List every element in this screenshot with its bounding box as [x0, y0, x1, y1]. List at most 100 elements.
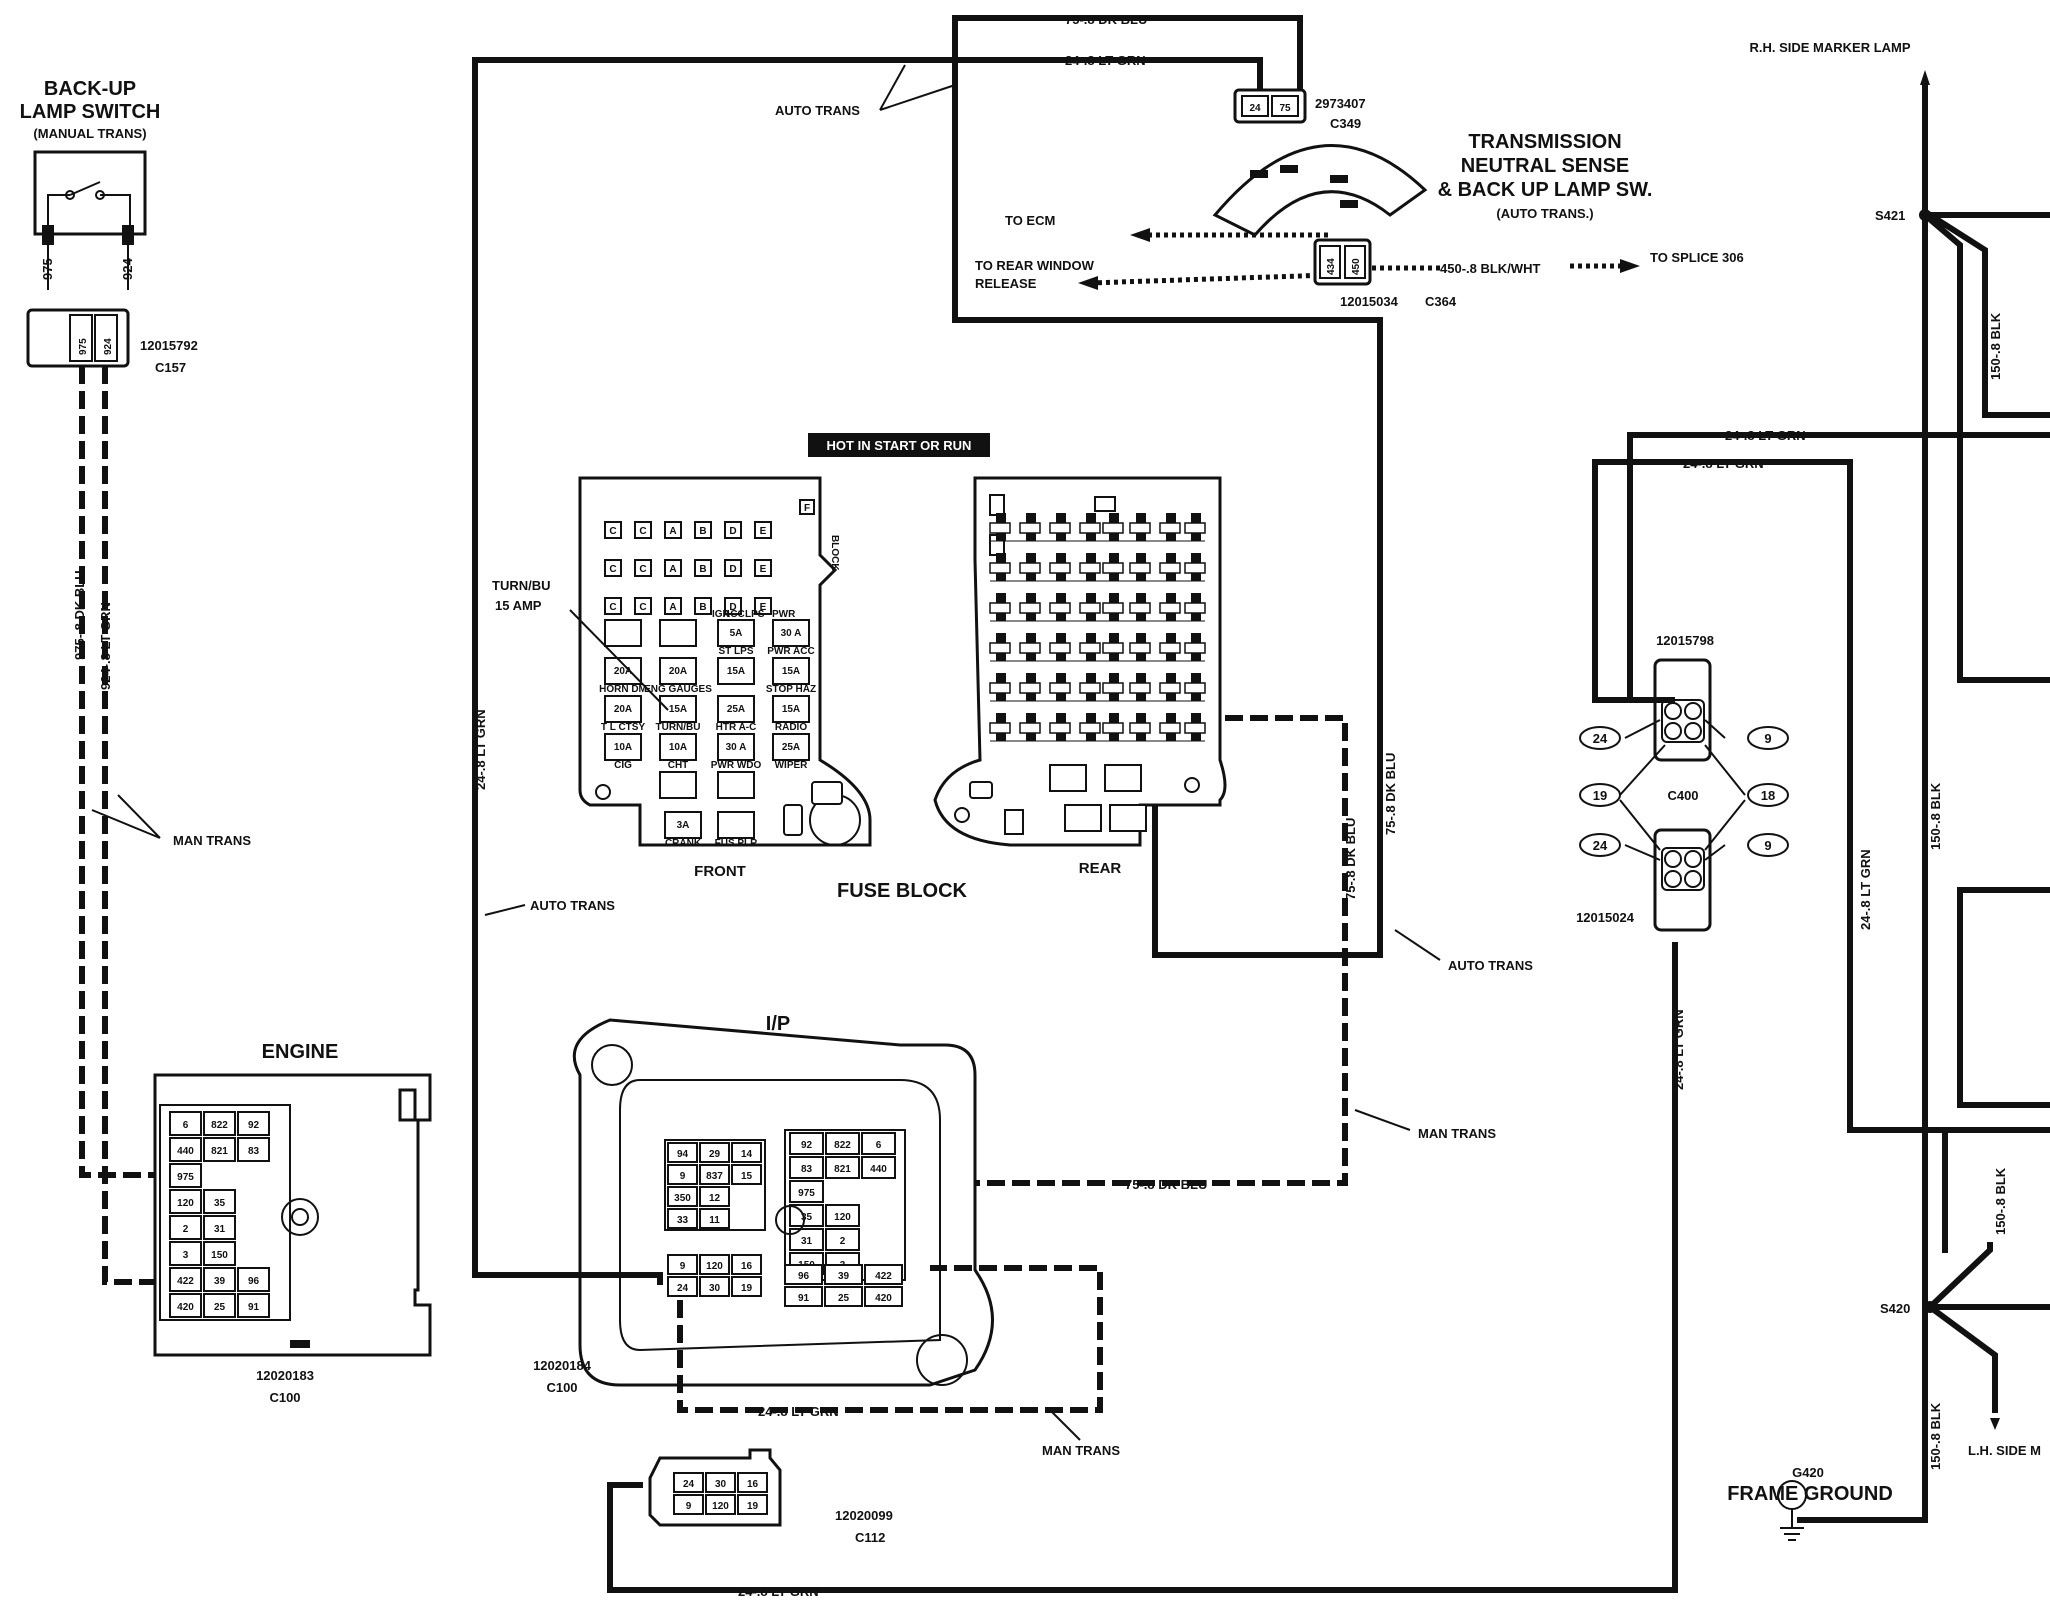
front-cell — [724, 559, 742, 577]
nss-title-1: TRANSMISSION — [1468, 131, 1621, 153]
c112-cell — [737, 1472, 768, 1493]
ip-c100-bl-cell — [699, 1276, 730, 1297]
ip-c100-right-pin: 2 — [840, 1236, 846, 1247]
front-block-label: BLOCK — [829, 535, 840, 571]
ip-c100-right-pin: 120 — [834, 1212, 851, 1223]
fuse-name: HTR A-C — [716, 722, 757, 733]
engine-c100-cell — [169, 1111, 202, 1136]
ip-c100-bl-pin: 120 — [706, 1261, 723, 1272]
ip-c100-left-cell — [699, 1142, 730, 1163]
c112-name: C112 — [855, 1530, 885, 1545]
engine-c100-pin: 3 — [183, 1250, 189, 1261]
c112-pin: 120 — [712, 1501, 729, 1512]
rear-label: REAR — [1079, 860, 1122, 877]
c112-cell — [673, 1494, 704, 1515]
engine-label: ENGINE — [262, 1041, 339, 1063]
front-cell — [754, 521, 772, 539]
rh-side-marker-label: R.H. SIDE MARKER LAMP — [1749, 40, 1910, 55]
to-rear-window-wire — [1089, 272, 1331, 286]
fuse — [717, 733, 755, 761]
engine-c100-name: C100 — [269, 1390, 300, 1405]
ip-c100-br-cell — [864, 1264, 903, 1285]
ip-c100-right-pin: 975 — [798, 1188, 815, 1199]
wire-975-label: 975-.8 DK BLU — [72, 570, 87, 660]
c112-pin: 24 — [683, 1479, 695, 1490]
fuse-name: PWR WDO — [711, 760, 762, 771]
ip-c100-right-cell — [825, 1228, 860, 1251]
ip-c100-left-cell — [699, 1164, 730, 1185]
front-cell-letter: C — [639, 602, 646, 613]
nss-switch-body — [1212, 144, 1428, 237]
ip-c100-right-pin: 31 — [801, 1236, 813, 1247]
front-pwr-label: PWR — [772, 609, 796, 620]
c400-name: C400 — [1667, 788, 1698, 803]
c112-pin: 19 — [747, 1501, 759, 1512]
ip-c100-right-pin: 822 — [834, 1140, 851, 1151]
engine-c100-part: 12020183 — [256, 1368, 314, 1383]
backup-switch-title-2: LAMP SWITCH — [20, 101, 161, 123]
front-cell-letter: B — [699, 564, 706, 575]
engine-c100-pin: 822 — [211, 1120, 228, 1131]
c112-cell — [705, 1472, 736, 1493]
engine-c100-cell — [203, 1189, 236, 1214]
c349-connector: 24 75 2973407 C349 — [1233, 88, 1366, 131]
c400-connector: 12015798 12015024 C400 24 9 19 18 24 9 — [1576, 633, 1789, 932]
wire-24-lt-grn-auto — [472, 57, 1043, 1278]
fuse-block-title: FUSE BLOCK — [837, 880, 968, 902]
fuse-amp: 5A — [730, 628, 743, 639]
to-rear-window-arrow-icon — [1078, 276, 1098, 290]
c349-pin-24: 24 — [1249, 103, 1261, 114]
engine-c100-cell — [169, 1293, 202, 1318]
c112-cell — [737, 1494, 768, 1515]
front-cell-letter: E — [760, 602, 767, 613]
engine-c100-pin: 6 — [183, 1120, 189, 1131]
ip-label: I/P — [766, 1013, 790, 1035]
fuse-name: FUS PLR — [715, 838, 759, 849]
engine-c100-cell — [203, 1111, 236, 1136]
ip-c100-bl-cell — [667, 1276, 698, 1297]
ip-c100-right-cell — [789, 1204, 824, 1227]
to-rear-window-label-1: TO REAR WINDOW — [975, 258, 1095, 273]
front-cell-letter: E — [760, 564, 767, 575]
wire-75-man-vertical-label: 75-.8 DK BLU — [1343, 818, 1358, 900]
wire-975-dk-blu — [79, 366, 165, 1178]
ip-c100-bl-pin: 19 — [741, 1283, 753, 1294]
ip-c100-left-pin: 15 — [741, 1171, 753, 1182]
ip-c100-bl-cell — [699, 1254, 730, 1275]
engine-c100-pin: 422 — [177, 1276, 194, 1287]
switch-terminal-icon — [95, 190, 105, 200]
wire-150-label-2: 150-.8 BLK — [1928, 782, 1943, 850]
engine-c100-cell — [169, 1163, 202, 1188]
fuse-name: CHT — [668, 760, 689, 771]
fuse — [659, 619, 697, 647]
front-lps-label: LPS — [745, 609, 765, 620]
fuse — [772, 657, 810, 685]
g420-label: G420 — [1792, 1465, 1824, 1480]
c400-pin-24-top: 24 — [1593, 731, 1608, 746]
switch-contact-icon — [47, 181, 131, 225]
c112-part: 12020099 — [835, 1508, 893, 1523]
switch-body — [33, 150, 147, 236]
wire-75-vertical-label: 75-.8 DK BLU — [1383, 753, 1398, 835]
engine-c100-pin: 35 — [214, 1198, 226, 1209]
ip-c100-right-pin: 35 — [801, 1212, 813, 1223]
engine-c100-pin: 92 — [248, 1120, 260, 1131]
nss-subtitle: (AUTO TRANS.) — [1496, 206, 1593, 221]
backup-switch-title-1: BACK-UP — [44, 78, 136, 100]
switch-pivot-icon — [65, 190, 75, 200]
front-cell-letter: A — [669, 564, 676, 575]
switch-pin-left — [42, 225, 54, 245]
ground-circuit: R.H. SIDE MARKER LAMP S421 150-.8 BLK 15… — [1727, 40, 2050, 1541]
turn-bu-leader — [569, 609, 669, 711]
ip-c100-br-cell — [784, 1264, 823, 1285]
man-trans-label-right: MAN TRANS — [1418, 1126, 1496, 1141]
ip-c100-br-cell — [824, 1286, 863, 1307]
ip-c100-left-pin: 12 — [709, 1193, 721, 1204]
to-splice-306-label: TO SPLICE 306 — [1650, 250, 1744, 265]
ip-c100-right-cell — [789, 1180, 824, 1203]
